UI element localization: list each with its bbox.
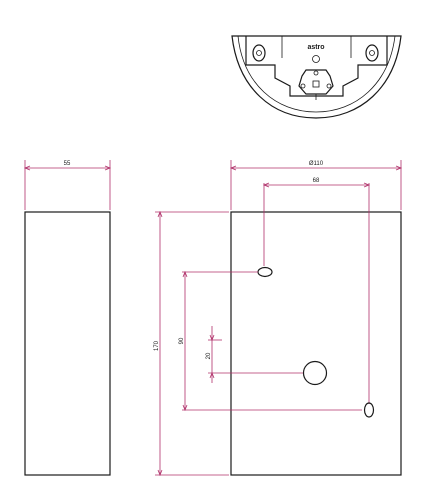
terminal-block-icon xyxy=(298,69,334,95)
height-label: 170 xyxy=(154,340,160,351)
arrow-down-icon xyxy=(182,404,188,412)
cable-offset-label: 20 xyxy=(206,352,212,359)
cable-entry-hole-icon xyxy=(302,360,328,386)
arrow-right-icon xyxy=(395,165,403,171)
arrow-left-icon xyxy=(23,165,31,171)
terminal-center-icon xyxy=(312,80,320,88)
hole-spacing-label: 68 xyxy=(313,178,320,184)
arrow-left-icon xyxy=(229,165,237,171)
arrow-right-icon xyxy=(104,165,112,171)
screw-hole-left-icon xyxy=(252,44,266,62)
brand-logo: astro xyxy=(307,44,324,51)
arrow-up-icon xyxy=(182,270,188,278)
mounting-hole-lower-icon xyxy=(363,402,375,418)
terminal-screw-1-icon xyxy=(300,83,306,89)
terminal-screw-2-icon xyxy=(326,83,332,89)
side-view-body xyxy=(24,211,111,476)
front-view: Ø110 68 90 20 xyxy=(179,160,403,476)
screw-hole-left-inner-icon xyxy=(256,50,262,56)
arrow-up-icon xyxy=(157,210,163,218)
mounting-plate xyxy=(245,36,388,97)
arrow-down-icon xyxy=(157,469,163,477)
side-width-label: 55 xyxy=(64,161,71,167)
height-dimension: 170 xyxy=(154,210,229,477)
screw-hole-right-inner-icon xyxy=(369,50,375,56)
indicator-hole-icon xyxy=(312,55,320,63)
arrow-up-icon xyxy=(209,371,215,379)
top-view-inner-arc xyxy=(237,35,396,113)
front-view-body xyxy=(230,211,402,476)
arrow-down-icon xyxy=(209,334,215,342)
front-diameter-label: Ø110 xyxy=(309,161,324,167)
hole-vertical-label: 90 xyxy=(179,337,185,344)
top-view: astro xyxy=(231,35,402,119)
mounting-hole-upper-icon xyxy=(257,266,273,278)
terminal-screw-3-icon xyxy=(313,70,319,76)
screw-hole-right-icon xyxy=(365,44,379,62)
top-view-outline xyxy=(231,35,402,119)
side-view: 55 xyxy=(23,160,112,476)
